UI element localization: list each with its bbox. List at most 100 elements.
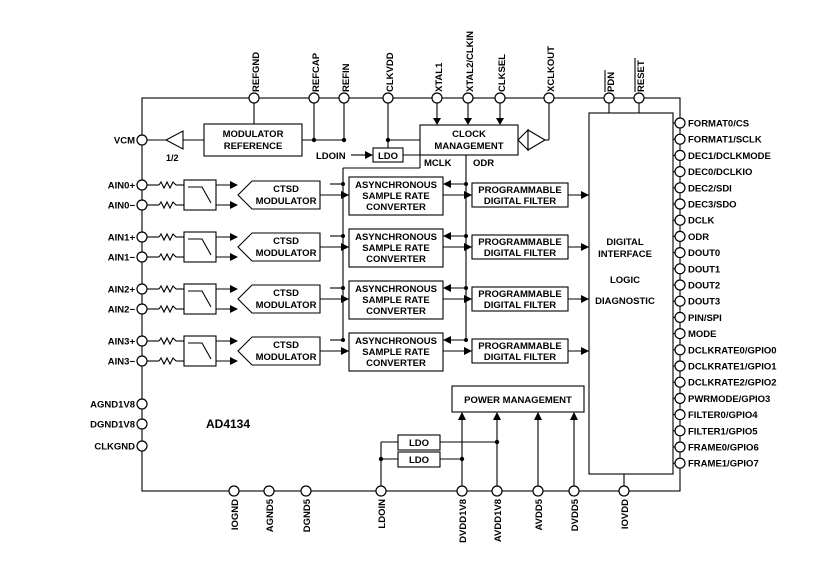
- svg-text:ASYNCHRONOUS: ASYNCHRONOUS: [355, 336, 437, 347]
- svg-text:AVDD5: AVDD5: [534, 498, 545, 530]
- svg-text:DVDD5: DVDD5: [570, 498, 581, 531]
- svg-text:REFERENCE: REFERENCE: [224, 141, 283, 152]
- left-pin-0: VCM: [114, 134, 148, 147]
- svg-text:FORMAT0/CS: FORMAT0/CS: [688, 119, 749, 130]
- svg-text:MODULATOR: MODULATOR: [256, 196, 317, 207]
- svg-text:AGND5: AGND5: [265, 498, 276, 532]
- svg-text:IOGND: IOGND: [230, 499, 241, 530]
- right-pin-20: FRAME0/GPIO6: [673, 441, 759, 454]
- svg-text:REFGND: REFGND: [251, 52, 262, 92]
- svg-text:ODR: ODR: [473, 158, 494, 169]
- svg-text:DEC3/SDO: DEC3/SDO: [688, 200, 737, 211]
- right-pin-15: DCLKRATE1/GPIO1: [673, 360, 777, 373]
- svg-text:DEC2/SDI: DEC2/SDI: [688, 183, 732, 194]
- digital-interface-block: [588, 112, 674, 475]
- digital-filter-block: [471, 286, 569, 312]
- right-pin-8: DOUT0: [673, 247, 720, 259]
- right-pin-11: DOUT3: [673, 295, 720, 308]
- top-pin-clkvdd: CLKVDD: [382, 52, 396, 140]
- svg-text:ASYNCHRONOUS: ASYNCHRONOUS: [355, 232, 437, 243]
- asrc-block: [348, 332, 444, 372]
- svg-text:1/2: 1/2: [166, 153, 179, 163]
- svg-text:MANAGEMENT: MANAGEMENT: [434, 141, 503, 152]
- svg-text:CLKSEL: CLKSEL: [497, 54, 508, 92]
- right-pin-14: DCLKRATE0/GPIO0: [673, 344, 777, 356]
- digital-filter-block: [471, 338, 569, 364]
- left-pin-9: AGND1V8: [90, 398, 148, 411]
- right-pin-5: DEC3/SDO: [673, 198, 737, 211]
- svg-text:CONVERTER: CONVERTER: [366, 254, 426, 265]
- right-pin-7: ODR: [673, 230, 709, 243]
- svg-text:DIGITAL FILTER: DIGITAL FILTER: [484, 300, 556, 311]
- svg-text:PROGRAMMABLE: PROGRAMMABLE: [478, 289, 561, 300]
- svg-text:AIN0−: AIN0−: [108, 201, 136, 212]
- svg-text:DGND5: DGND5: [302, 498, 313, 532]
- svg-text:ASYNCHRONOUS: ASYNCHRONOUS: [355, 284, 437, 295]
- svg-text:INTERFACE: INTERFACE: [598, 249, 652, 260]
- svg-text:AVDD1V8: AVDD1V8: [493, 499, 504, 542]
- bottom-pin-2: DGND5: [300, 485, 313, 532]
- svg-text:DCLKRATE1/GPIO1: DCLKRATE1/GPIO1: [688, 362, 777, 373]
- svg-text:PROGRAMMABLE: PROGRAMMABLE: [478, 237, 561, 248]
- right-pin-2: DEC1/DCLKMODE: [673, 149, 771, 162]
- bottom-pin-0: IOGND: [228, 485, 241, 530]
- svg-text:IOVDD: IOVDD: [620, 499, 631, 529]
- svg-text:MODE: MODE: [688, 329, 717, 340]
- right-pin-13: MODE: [673, 328, 717, 340]
- bottom-pin-8: IOVDD: [618, 485, 631, 529]
- modulator-reference-block: [203, 123, 303, 157]
- svg-text:DEC1/DCLKMODE: DEC1/DCLKMODE: [688, 151, 771, 162]
- svg-text:DCLKRATE0/GPIO0: DCLKRATE0/GPIO0: [688, 345, 777, 356]
- svg-text:DOUT2: DOUT2: [688, 281, 720, 292]
- svg-text:LOGIC: LOGIC: [610, 275, 640, 286]
- top-pin-refcap: REFCAP: [308, 52, 322, 140]
- bottom-pin-6: AVDD5: [532, 485, 545, 531]
- svg-text:AIN1−: AIN1−: [108, 253, 136, 264]
- left-pin-4: AIN1−: [108, 251, 148, 264]
- svg-text:MODULATOR: MODULATOR: [223, 129, 284, 140]
- chip-name: AD4134: [206, 417, 250, 431]
- top-pin-xtal1: XTAL1: [431, 62, 445, 125]
- bottom-pin-5: AVDD1V8: [491, 485, 504, 542]
- left-pin-7: AIN3+: [108, 335, 148, 348]
- svg-text:MODULATOR: MODULATOR: [256, 352, 317, 363]
- svg-text:DOUT1: DOUT1: [688, 264, 721, 275]
- right-pin-19: FILTER1/GPIO5: [673, 425, 758, 437]
- svg-text:CTSD: CTSD: [273, 236, 299, 247]
- svg-text:PROGRAMMABLE: PROGRAMMABLE: [478, 185, 561, 196]
- svg-text:MODULATOR: MODULATOR: [256, 300, 317, 311]
- right-pin-16: DCLKRATE2/GPIO2: [673, 376, 777, 389]
- svg-text:DIGITAL FILTER: DIGITAL FILTER: [484, 248, 556, 259]
- top-pin-refin: REFIN: [338, 63, 352, 140]
- bottom-pin-4: DVDD1V8: [456, 485, 469, 543]
- input-filter-box: [183, 335, 217, 367]
- svg-text:PDN: PDN: [606, 72, 617, 92]
- bottom-pin-1: AGND5: [263, 485, 276, 532]
- svg-text:CTSD: CTSD: [273, 340, 299, 351]
- right-pin-1: FORMAT1/SCLK: [673, 133, 762, 146]
- svg-text:VCM: VCM: [114, 136, 135, 147]
- svg-text:CLKVDD: CLKVDD: [385, 52, 396, 92]
- svg-text:SAMPLE RATE: SAMPLE RATE: [362, 243, 429, 254]
- svg-text:REFIN: REFIN: [341, 63, 352, 92]
- top-pin-reset: RESET: [633, 58, 647, 113]
- svg-text:SAMPLE RATE: SAMPLE RATE: [362, 295, 429, 306]
- svg-text:CLOCK: CLOCK: [452, 129, 486, 140]
- digital-filter-block: [471, 234, 569, 260]
- svg-text:LDO: LDO: [409, 455, 429, 466]
- asrc-block: [348, 176, 444, 216]
- right-pin-17: PWRMODE/GPIO3: [673, 392, 770, 405]
- left-pin-6: AIN2−: [108, 303, 148, 316]
- svg-text:CLKGND: CLKGND: [94, 442, 135, 453]
- top-pin-xtal2-clkin: XTAL2/CLKIN: [462, 31, 476, 125]
- input-filter-box: [183, 283, 217, 315]
- svg-text:DIGITAL: DIGITAL: [606, 237, 643, 248]
- svg-text:AIN1+: AIN1+: [108, 233, 136, 244]
- asrc-block: [348, 228, 444, 268]
- right-pin-10: DOUT2: [673, 279, 720, 292]
- svg-text:DCLKRATE2/GPIO2: DCLKRATE2/GPIO2: [688, 378, 777, 389]
- svg-text:SAMPLE RATE: SAMPLE RATE: [362, 347, 429, 358]
- right-pin-3: DEC0/DCLKIO: [673, 166, 752, 178]
